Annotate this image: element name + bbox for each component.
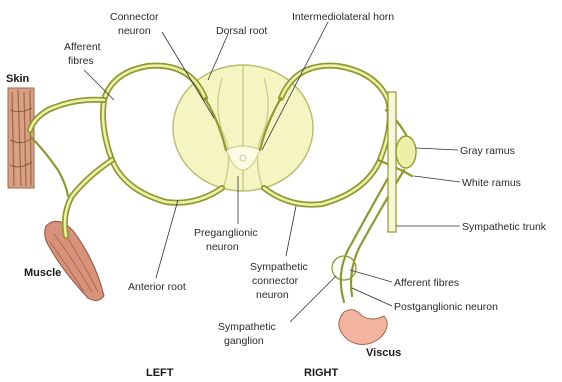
label-intermediolateral-horn: Intermediolateral horn xyxy=(292,11,394,23)
label-connector-neuron-2: neuron xyxy=(118,25,151,37)
viscus-organ xyxy=(339,310,387,345)
label-sympathetic-connector-3: neuron xyxy=(256,289,289,301)
label-muscle: Muscle xyxy=(24,267,61,279)
label-anterior-root: Anterior root xyxy=(128,281,186,293)
label-sympathetic-connector-2: connector xyxy=(252,275,299,287)
label-viscus: Viscus xyxy=(366,347,401,359)
label-preganglionic-1: Preganglionic xyxy=(194,227,258,239)
label-afferent-fibres-right: Afferent fibres xyxy=(394,277,459,289)
label-postganglionic-neuron: Postganglionic neuron xyxy=(394,301,498,313)
label-left: LEFT xyxy=(146,367,174,379)
label-afferent-fibres-left-2: fibres xyxy=(68,55,94,67)
label-skin: Skin xyxy=(6,73,30,85)
label-sympathetic-ganglion-1: Sympathetic xyxy=(218,321,276,333)
label-sympathetic-connector-1: Sympathetic xyxy=(250,261,308,273)
muscle-tissue xyxy=(45,221,104,300)
label-white-ramus: White ramus xyxy=(462,177,521,189)
sympathetic-trunk xyxy=(388,92,416,232)
label-right: RIGHT xyxy=(304,367,339,379)
label-connector-neuron-1: Connector xyxy=(110,11,159,23)
skin-tissue xyxy=(8,88,34,188)
label-sympathetic-trunk: Sympathetic trunk xyxy=(462,221,547,233)
label-dorsal-root: Dorsal root xyxy=(216,25,267,37)
label-preganglionic-2: neuron xyxy=(206,241,239,253)
label-gray-ramus: Gray ramus xyxy=(460,145,515,157)
label-afferent-fibres-left-1: Afferent xyxy=(64,41,101,53)
label-sympathetic-ganglion-2: ganglion xyxy=(224,335,264,347)
